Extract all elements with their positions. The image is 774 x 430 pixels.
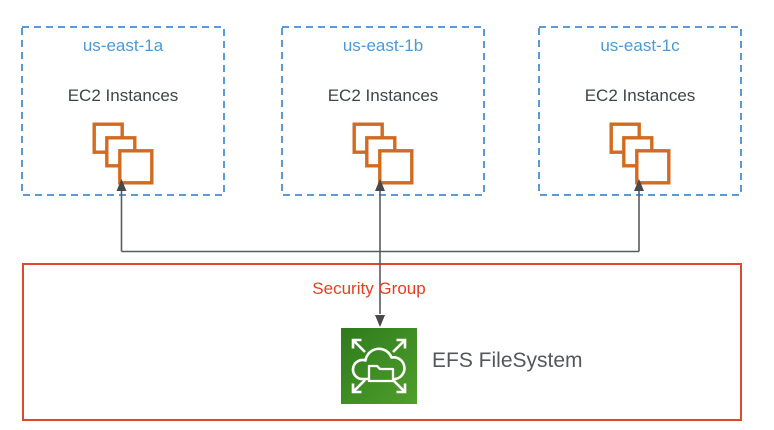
ec2-instances-label: EC2 Instances <box>327 86 439 105</box>
efs-filesystem-icon <box>341 328 417 404</box>
security-group-box <box>22 263 742 421</box>
dashed-border <box>281 26 485 196</box>
az-box-us-east-1c: us-east-1c EC2 Instances <box>538 26 742 196</box>
az-box-us-east-1a: us-east-1a EC2 Instances <box>21 26 225 196</box>
az-box-us-east-1b: us-east-1b EC2 Instances <box>281 26 485 196</box>
ec2-instances-icon <box>609 122 671 185</box>
ec2-instances-label: EC2 Instances <box>67 86 179 105</box>
ec2-instances-icon <box>352 122 414 185</box>
dashed-border <box>21 26 225 196</box>
ec2-instances-icon <box>92 122 154 185</box>
folder-shape <box>367 364 395 383</box>
dashed-border <box>538 26 742 196</box>
az-label: us-east-1b <box>342 36 424 55</box>
az-label: us-east-1c <box>600 36 680 55</box>
ec2-instances-label: EC2 Instances <box>584 86 696 105</box>
efs-filesystem-label: EFS FileSystem <box>432 349 583 372</box>
security-group-label: Security Group <box>312 279 426 298</box>
az-label: us-east-1a <box>82 36 164 55</box>
